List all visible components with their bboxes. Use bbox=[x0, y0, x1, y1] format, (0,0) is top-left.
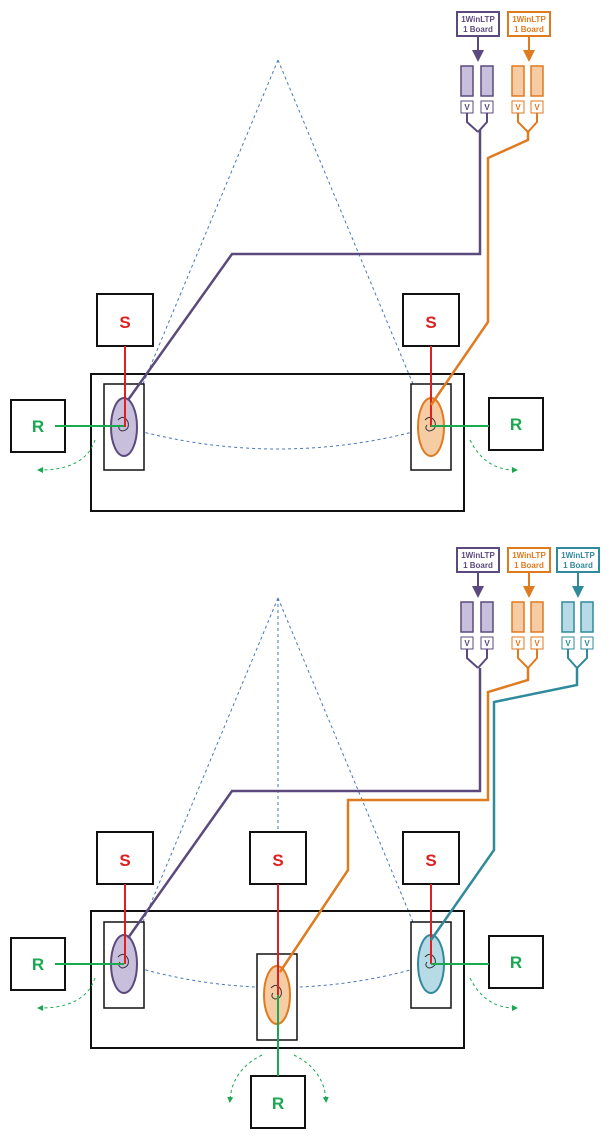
board-name: 1WinLTP bbox=[512, 551, 546, 560]
valve-label: V bbox=[534, 103, 540, 112]
stimulator-box-left bbox=[96, 831, 154, 885]
stimulator-label: S bbox=[119, 313, 130, 332]
valve-label: V bbox=[515, 639, 521, 648]
config-two-channel: S S R R 1WinLTP 1 Board V V 1WinLTP 1 Bo… bbox=[10, 11, 551, 512]
dashed-guide-right bbox=[277, 59, 429, 421]
recording-chamber bbox=[90, 373, 465, 512]
valve-label: V bbox=[484, 639, 490, 648]
valve-label: V bbox=[515, 103, 521, 112]
syringe bbox=[480, 65, 494, 97]
recording-label: R bbox=[510, 415, 522, 434]
board-sub: 1 Board bbox=[514, 25, 544, 34]
config-three-channel: S S S R R R 1WinLTP 1 Board V bbox=[10, 547, 600, 1129]
board-sub: 1 Board bbox=[563, 561, 593, 570]
board-sub: 1 Board bbox=[463, 561, 493, 570]
syringe bbox=[530, 65, 544, 97]
board-name: 1WinLTP bbox=[561, 551, 595, 560]
board-name: 1WinLTP bbox=[461, 551, 495, 560]
stimulator-label: S bbox=[119, 851, 130, 870]
manifold bbox=[567, 649, 588, 669]
manifold bbox=[517, 113, 538, 133]
perfusion-line-orange bbox=[429, 130, 530, 406]
stimulator-label: S bbox=[425, 313, 436, 332]
manifold bbox=[517, 649, 538, 669]
syringe bbox=[460, 601, 474, 633]
syringe bbox=[580, 601, 594, 633]
perfusion-line-purple bbox=[126, 668, 482, 939]
valve-label: V bbox=[464, 103, 470, 112]
perfusion-line-purple bbox=[126, 130, 482, 401]
board-name: 1WinLTP bbox=[512, 15, 546, 24]
hippocampus-icon bbox=[270, 984, 282, 1000]
valve-label: V bbox=[534, 639, 540, 648]
stimulator-label: S bbox=[272, 851, 283, 870]
valve-label: V bbox=[584, 639, 590, 648]
stimulator-label: S bbox=[425, 851, 436, 870]
syringe bbox=[561, 601, 575, 633]
dashed-guide-right bbox=[277, 597, 429, 959]
stimulator-box-right bbox=[402, 293, 460, 347]
rotate-arrow-left bbox=[37, 439, 96, 473]
recording-label: R bbox=[32, 955, 44, 974]
valve-label: V bbox=[565, 639, 571, 648]
manifold bbox=[466, 649, 488, 669]
syringe bbox=[511, 601, 525, 633]
valve-label: V bbox=[484, 103, 490, 112]
board-sub: 1 Board bbox=[463, 25, 493, 34]
board-box-teal bbox=[556, 547, 600, 573]
recording-label: R bbox=[32, 417, 44, 436]
recording-box-right bbox=[488, 935, 544, 989]
recording-box-right bbox=[488, 397, 544, 451]
board-box-orange bbox=[507, 11, 551, 37]
recording-label: R bbox=[510, 953, 522, 972]
board-box-purple bbox=[456, 11, 500, 37]
stimulator-box-left bbox=[96, 293, 154, 347]
valve-label: V bbox=[464, 639, 470, 648]
dashed-guide-left bbox=[127, 59, 279, 421]
board-sub: 1 Board bbox=[514, 561, 544, 570]
board-name: 1WinLTP bbox=[461, 15, 495, 24]
syringe bbox=[511, 65, 525, 97]
syringe bbox=[460, 65, 474, 97]
hippocampus-icon bbox=[117, 953, 129, 969]
dashed-arc bbox=[127, 427, 429, 450]
perfusion-line-orange bbox=[278, 668, 530, 973]
hippocampus-icon bbox=[117, 416, 129, 432]
stimulator-box-center bbox=[249, 831, 307, 885]
dashed-guide-left bbox=[127, 597, 279, 959]
recording-label: R bbox=[272, 1094, 284, 1113]
perfusion-line-teal bbox=[429, 668, 579, 941]
syringe bbox=[530, 601, 544, 633]
syringe bbox=[480, 601, 494, 633]
rotate-arrow-left bbox=[37, 977, 96, 1011]
manifold bbox=[466, 113, 488, 133]
